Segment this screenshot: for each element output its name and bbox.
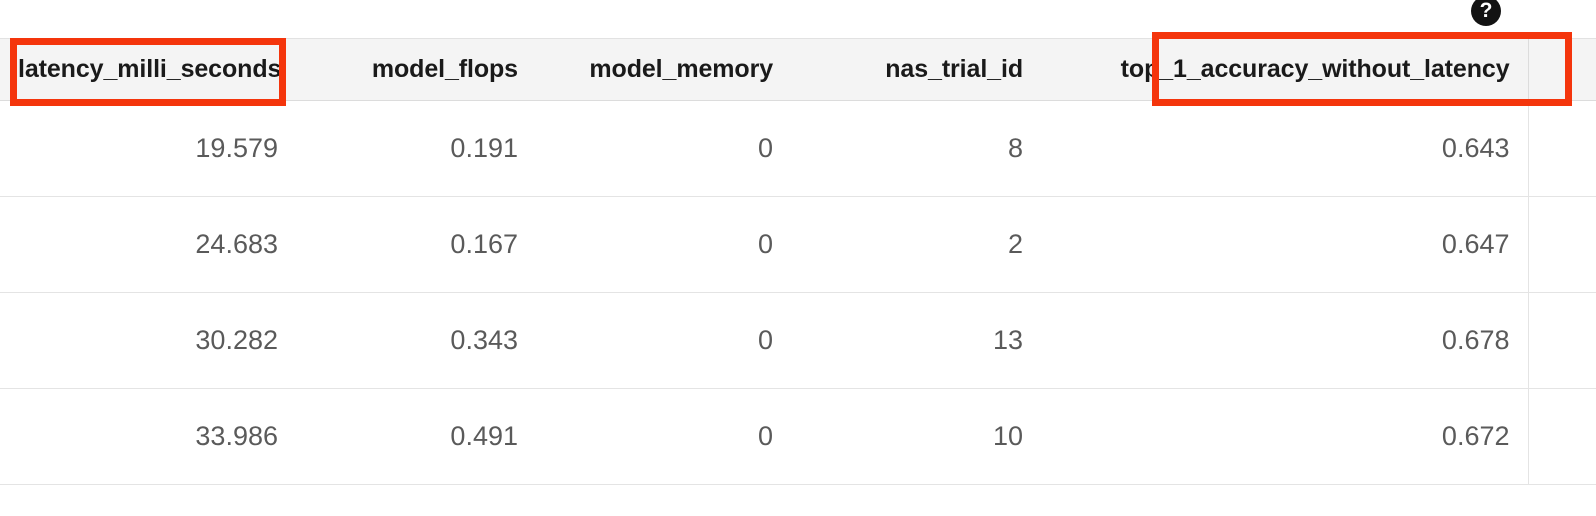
results-table: latency_milli_seconds model_flops model_…: [0, 38, 1596, 485]
cell-nas-trial-id: 8: [791, 100, 1041, 197]
cell-model-flops: 0.491: [296, 388, 536, 485]
cell-model-memory: 0: [536, 388, 791, 485]
top-strip: ?: [0, 0, 1596, 38]
cell-nas-trial-id: 13: [791, 292, 1041, 389]
column-header-model-memory[interactable]: model_memory: [536, 38, 791, 101]
cell-nas-trial-id: 2: [791, 196, 1041, 293]
column-header-nas-trial-id[interactable]: nas_trial_id: [791, 38, 1041, 101]
column-header-top-1-accuracy-without-latency[interactable]: top_1_accuracy_without_latency: [1041, 38, 1528, 101]
table-row[interactable]: 33.986 0.491 0 10 0.672: [0, 388, 1596, 485]
cell-model-memory: 0: [536, 292, 791, 389]
cell-latency-milli-seconds: 24.683: [0, 196, 296, 293]
cell-top-1-accuracy-without-latency: 0.643: [1041, 100, 1528, 197]
table-body: 19.579 0.191 0 8 0.643 24.683 0.167 0 2 …: [0, 100, 1596, 485]
column-header-overflow[interactable]: [1527, 38, 1596, 101]
column-header-latency-milli-seconds[interactable]: latency_milli_seconds: [0, 38, 296, 101]
cell-latency-milli-seconds: 19.579: [0, 100, 296, 197]
cell-top-1-accuracy-without-latency: 0.678: [1041, 292, 1528, 389]
table-row[interactable]: 24.683 0.167 0 2 0.647: [0, 196, 1596, 293]
cell-overflow: [1527, 196, 1596, 293]
table-header: latency_milli_seconds model_flops model_…: [0, 38, 1596, 101]
cell-nas-trial-id: 10: [791, 388, 1041, 485]
cell-overflow: [1527, 292, 1596, 389]
cell-top-1-accuracy-without-latency: 0.672: [1041, 388, 1528, 485]
cell-model-flops: 0.191: [296, 100, 536, 197]
column-header-model-flops[interactable]: model_flops: [296, 38, 536, 101]
help-question-icon[interactable]: ?: [1471, 0, 1501, 26]
cell-overflow: [1527, 388, 1596, 485]
cell-latency-milli-seconds: 30.282: [0, 292, 296, 389]
table-row[interactable]: 19.579 0.191 0 8 0.643: [0, 100, 1596, 197]
cell-latency-milli-seconds: 33.986: [0, 388, 296, 485]
table-header-row: latency_milli_seconds model_flops model_…: [0, 38, 1596, 101]
table-row[interactable]: 30.282 0.343 0 13 0.678: [0, 292, 1596, 389]
cell-model-flops: 0.343: [296, 292, 536, 389]
cell-top-1-accuracy-without-latency: 0.647: [1041, 196, 1528, 293]
results-table-container[interactable]: latency_milli_seconds model_flops model_…: [0, 38, 1596, 516]
cell-model-memory: 0: [536, 196, 791, 293]
cell-model-memory: 0: [536, 100, 791, 197]
cell-overflow: [1527, 100, 1596, 197]
cell-model-flops: 0.167: [296, 196, 536, 293]
